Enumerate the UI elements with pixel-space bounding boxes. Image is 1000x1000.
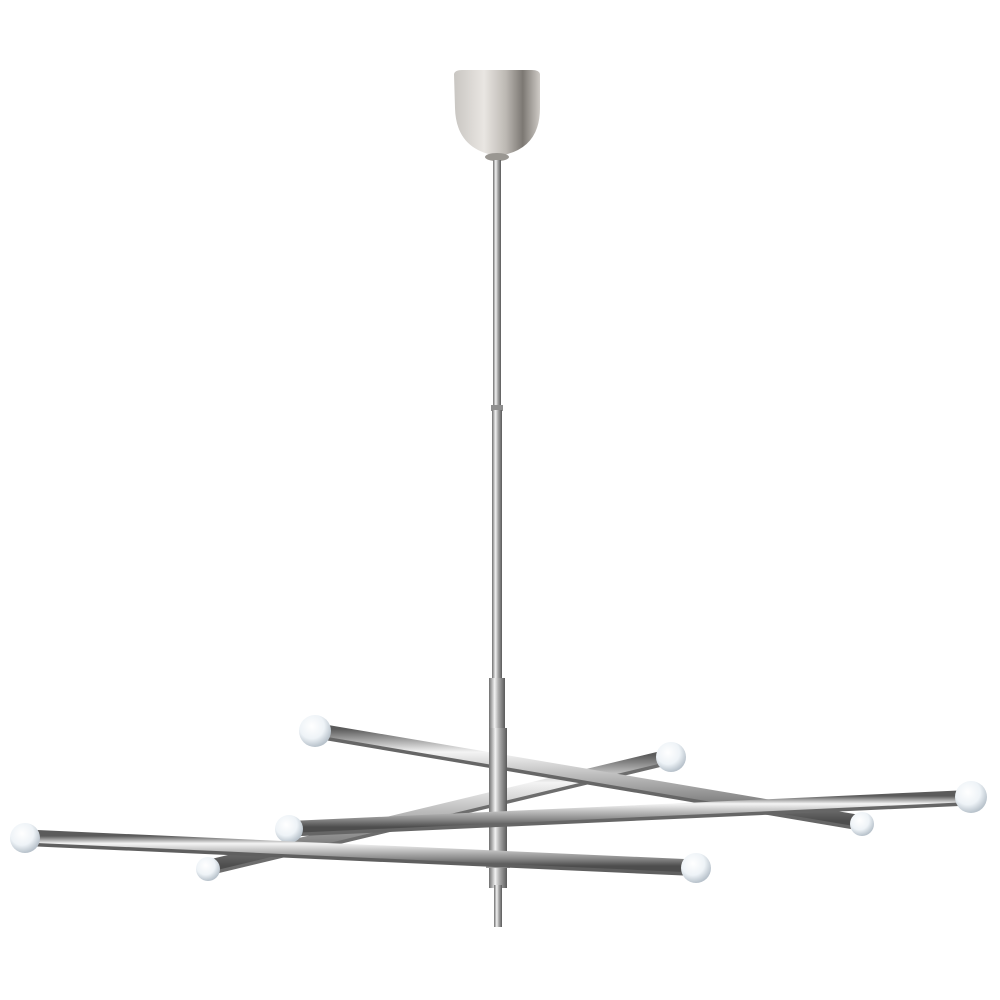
bulb: [955, 781, 987, 813]
ceiling-canopy: [454, 70, 540, 161]
bulb: [681, 853, 711, 883]
bulb: [656, 742, 686, 772]
bulb: [196, 857, 220, 881]
arm-rod: [10, 823, 711, 883]
bulb: [299, 715, 331, 747]
arm-rod: [275, 781, 987, 843]
bulb: [275, 815, 303, 843]
suspension-stem: [489, 160, 505, 730]
bulb: [10, 823, 40, 853]
bulb: [850, 812, 874, 836]
central-hub: [486, 728, 510, 927]
